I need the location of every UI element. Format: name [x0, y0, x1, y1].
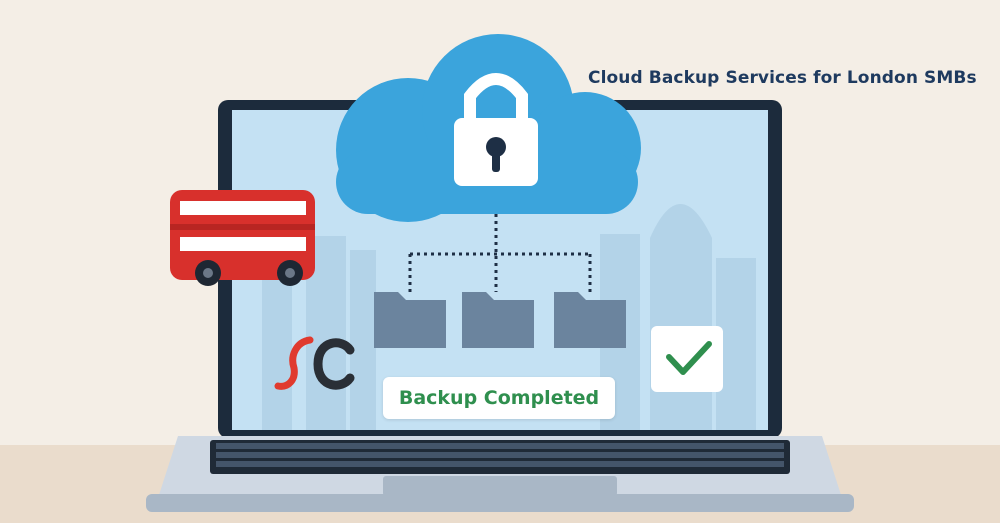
touchpad — [383, 476, 617, 496]
laptop-base-edge — [146, 494, 854, 512]
backup-status-label: Backup Completed — [398, 387, 600, 409]
folder-icon — [374, 292, 626, 348]
brand-logo — [274, 336, 355, 390]
keyboard-keys — [216, 443, 784, 467]
lock-icon — [454, 73, 538, 186]
bus-icon — [170, 190, 315, 286]
connection-lines — [408, 214, 592, 292]
headline: Cloud Backup Services for London SMBs — [588, 68, 977, 88]
check-icon — [651, 326, 723, 392]
backup-status-badge: Backup Completed — [383, 377, 615, 419]
